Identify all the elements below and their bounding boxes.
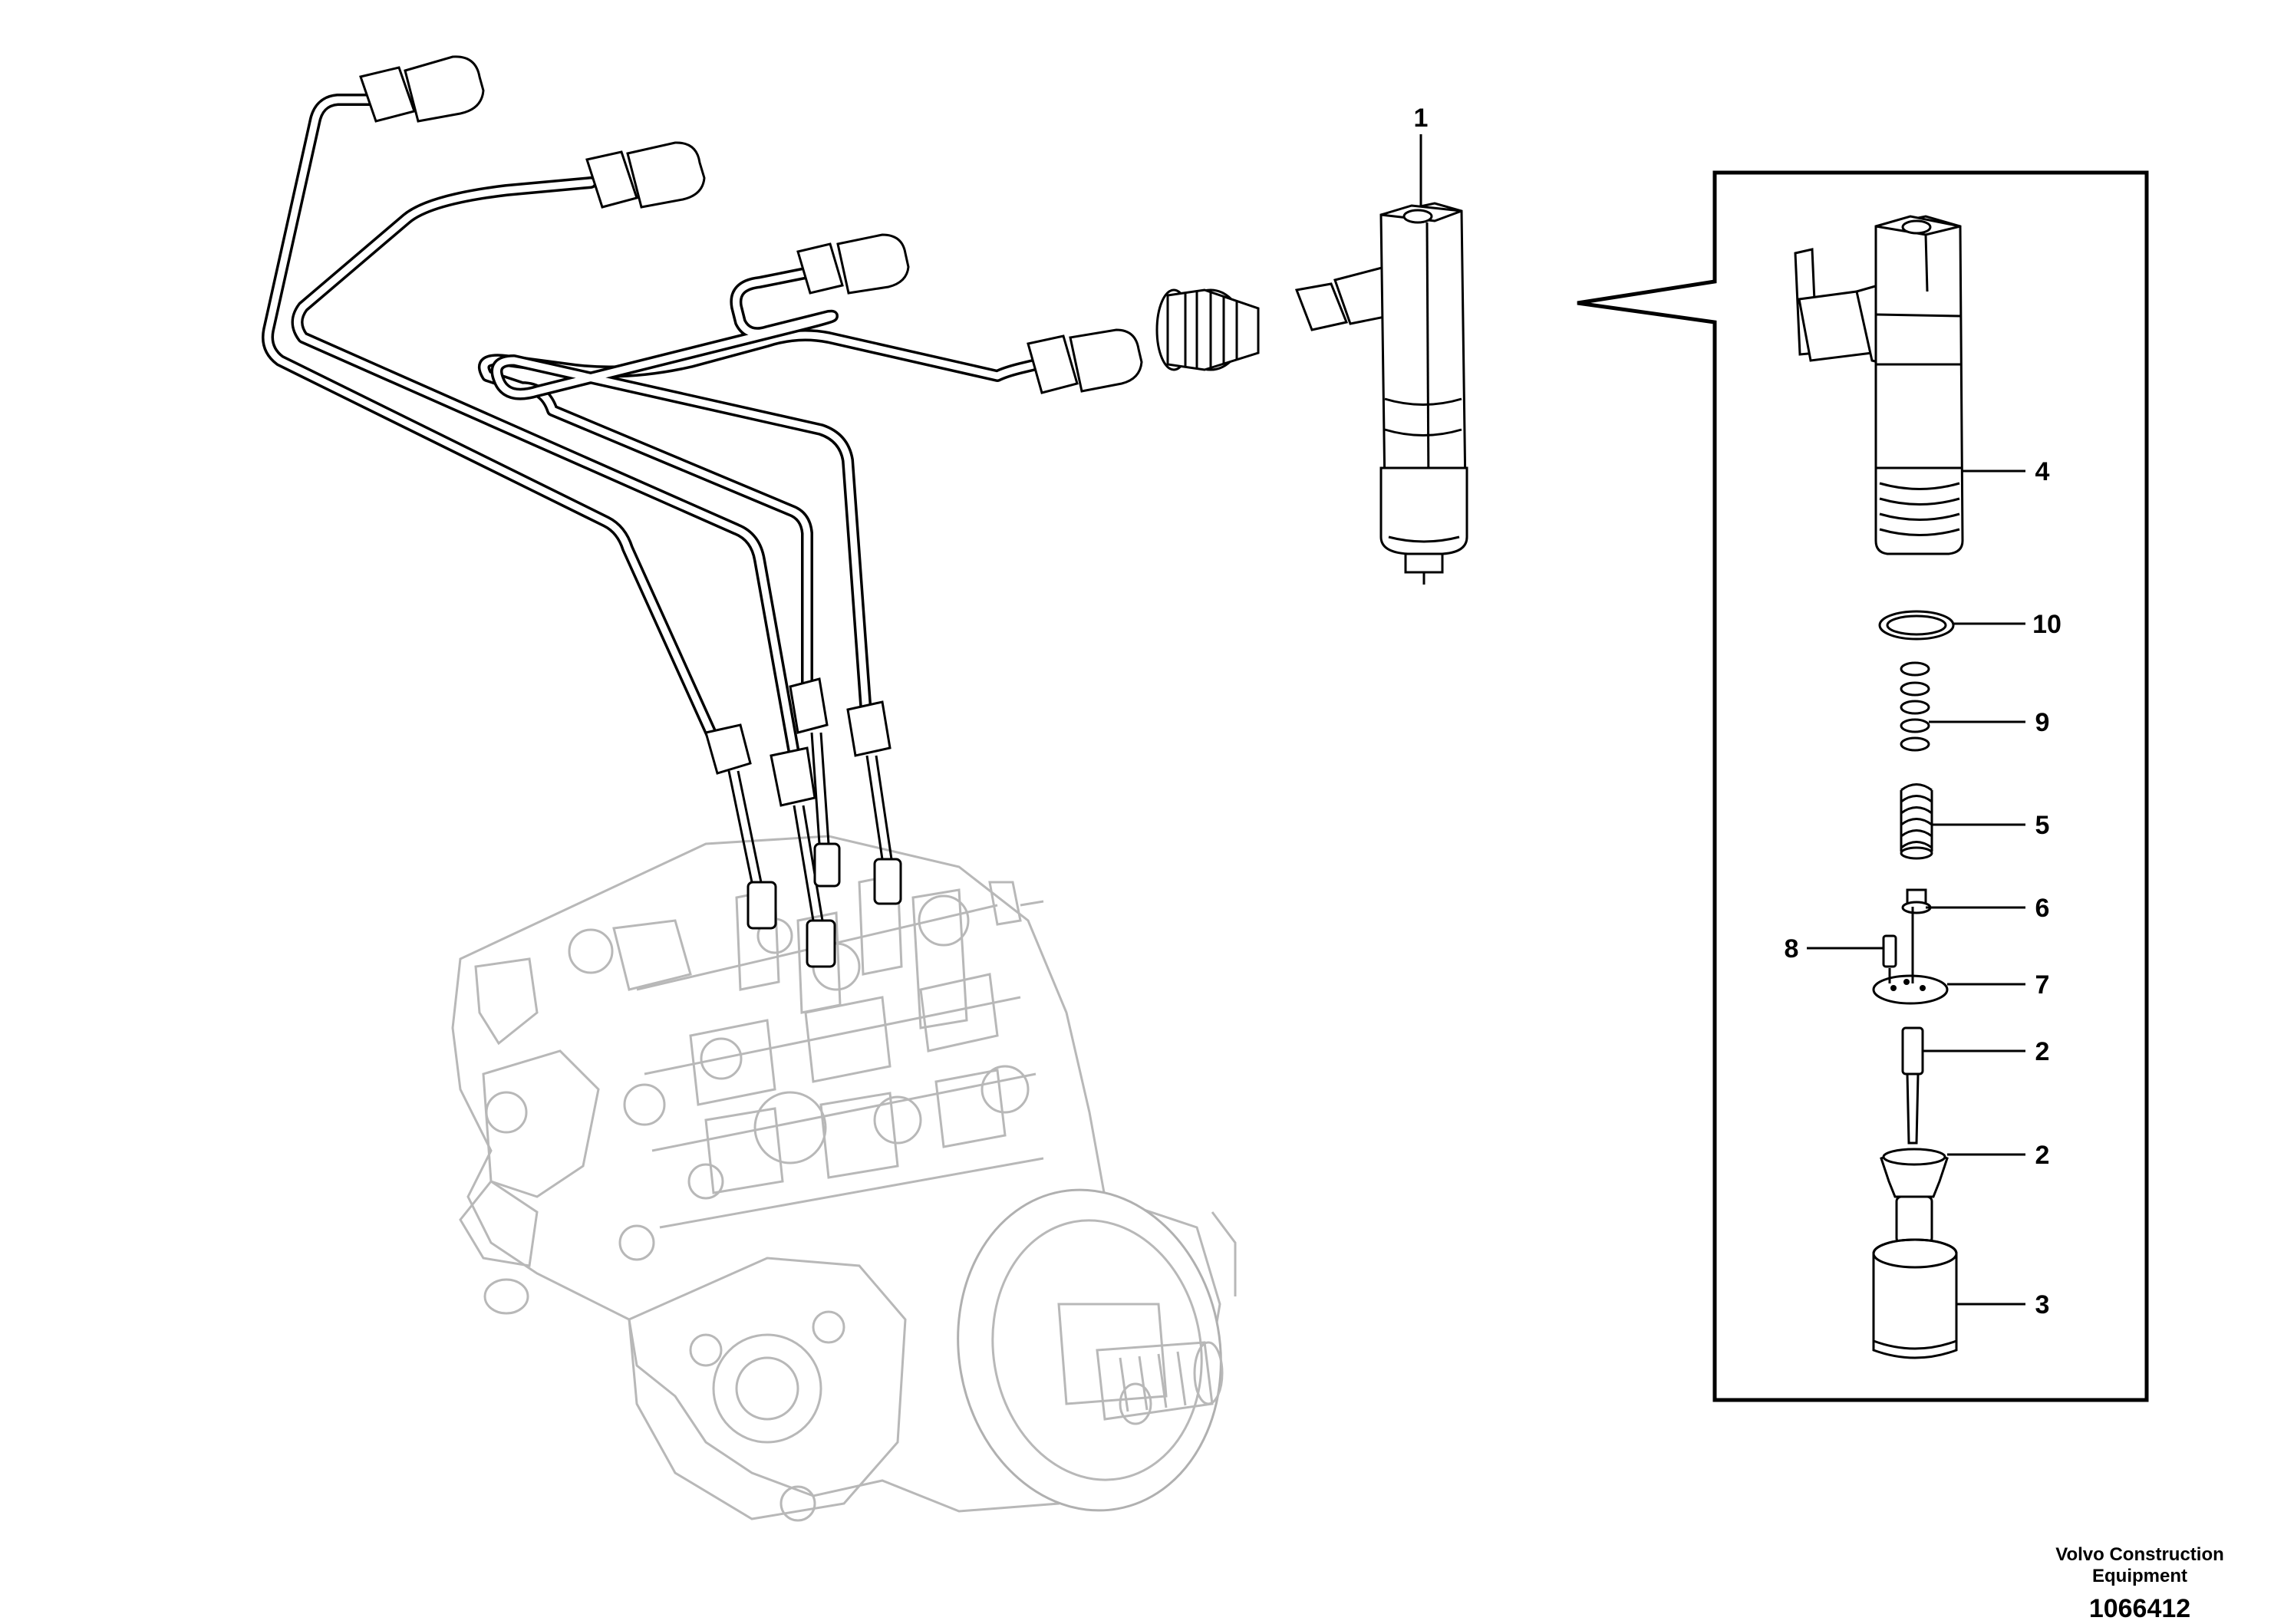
callout-10: 10 — [2032, 610, 2062, 639]
callout-2-nozzle: 2 — [2035, 1141, 2050, 1170]
detail-needle-2 — [1888, 907, 1924, 1145]
callout-7: 7 — [2035, 970, 2050, 1000]
detail-nozzle-body-2 — [1880, 1148, 1949, 1244]
detail-retaining-nut-3 — [1872, 1238, 1958, 1359]
callout-9: 9 — [2035, 708, 2050, 737]
detail-shims-9 — [1900, 661, 1930, 752]
detail-callouts: 4 10 9 5 6 8 7 2 2 3 — [1785, 457, 2062, 1319]
callout-6: 6 — [2035, 894, 2050, 923]
callout-2-needle: 2 — [2035, 1037, 2050, 1066]
callout-3: 3 — [2035, 1290, 2050, 1319]
pipe-end-fittings-top — [359, 55, 1143, 394]
detail-pin-8 — [1882, 934, 1897, 968]
brand-line-1: Volvo Construction — [2055, 1544, 2224, 1565]
brand-block: Volvo Construction Equipment 1066412 — [2040, 1544, 2240, 1624]
detail-washer-10 — [1878, 610, 1955, 641]
detail-spacer-7 — [1872, 974, 1949, 1005]
callout-8: 8 — [1785, 934, 1799, 964]
high-pressure-pipes — [262, 94, 1065, 781]
detail-spring-seat-6 — [1901, 888, 1932, 914]
detail-injector-body — [1794, 215, 1964, 555]
pipe-nuts-pump — [704, 677, 902, 968]
drawing-number: 1066412 — [2088, 1594, 2191, 1623]
detail-spring-5 — [1900, 783, 1933, 860]
injector-assembly-center — [1155, 202, 1468, 585]
detail-view-frame — [1577, 170, 2149, 1402]
callout-5: 5 — [2035, 811, 2050, 840]
callout-4: 4 — [2035, 457, 2050, 486]
callout-1: 1 — [1414, 104, 1429, 133]
brand-line-2: Equipment — [2092, 1566, 2187, 1586]
injection-pump — [451, 835, 1237, 1522]
